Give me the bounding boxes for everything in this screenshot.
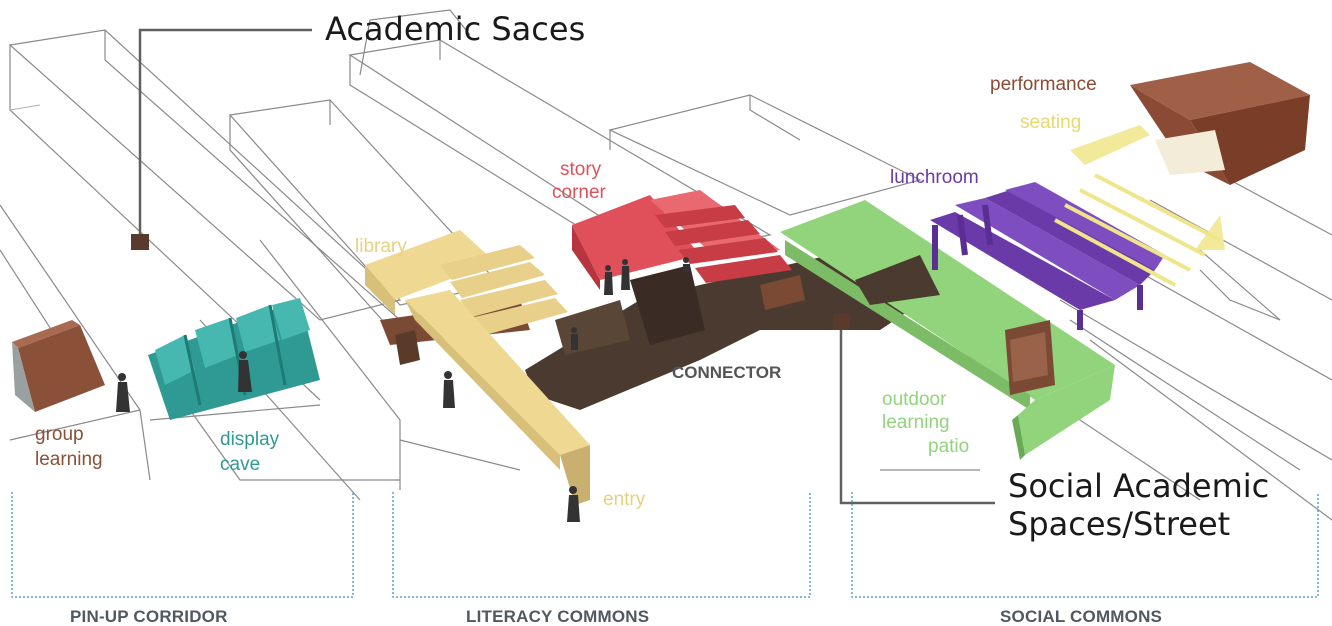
seating-strips bbox=[1054, 125, 1225, 287]
label-outdoor-line3: patio bbox=[928, 436, 969, 457]
callout-academic-spaces: Academic Saces bbox=[131, 10, 585, 250]
zone-label-pinup: PIN-UP CORRIDOR bbox=[70, 607, 228, 626]
wireframe-outlines bbox=[0, 9, 1332, 521]
display-cave-block bbox=[148, 298, 320, 420]
label-story-line2: corner bbox=[552, 182, 607, 203]
people-figures bbox=[116, 257, 690, 522]
label-performance: performance bbox=[990, 74, 1097, 95]
label-lunchroom: lunchroom bbox=[890, 167, 979, 188]
label-group-line2: learning bbox=[35, 449, 103, 470]
zone-bracket-social: SOCIAL COMMONS bbox=[851, 492, 1319, 626]
callout-academic-spaces-text: Academic Saces bbox=[325, 10, 585, 48]
library-block bbox=[365, 230, 568, 336]
label-outdoor-line1: outdoor bbox=[882, 389, 947, 410]
lunchroom-block bbox=[930, 182, 1165, 330]
callout-social-academic: Social Academic Spaces/Street bbox=[833, 314, 1269, 543]
outdoor-patio-block bbox=[780, 200, 1115, 460]
label-seating: seating bbox=[1020, 112, 1081, 133]
label-story-line1: story bbox=[560, 159, 602, 180]
label-group-line1: group bbox=[35, 424, 84, 445]
performance-block bbox=[1130, 62, 1310, 185]
label-outdoor-line2: learning bbox=[882, 412, 950, 433]
group-learning-block bbox=[12, 320, 105, 412]
zone-label-social: SOCIAL COMMONS bbox=[1000, 607, 1162, 626]
label-library: library bbox=[355, 236, 407, 257]
entry-ramp bbox=[405, 290, 590, 505]
callout-social-academic-line1: Social Academic bbox=[1008, 467, 1269, 505]
zone-bracket-pinup: PIN-UP CORRIDOR bbox=[11, 492, 354, 626]
label-entry: entry bbox=[603, 489, 646, 510]
zone-label-literacy: LITERACY COMMONS bbox=[466, 607, 649, 626]
callout-social-academic-line2: Spaces/Street bbox=[1008, 505, 1230, 543]
label-connector: CONNECTOR bbox=[672, 363, 781, 382]
story-corner-block bbox=[572, 190, 792, 290]
zone-bracket-literacy: LITERACY COMMONS bbox=[392, 492, 811, 626]
label-display-line2: cave bbox=[220, 454, 260, 475]
label-display-line1: display bbox=[220, 429, 280, 450]
